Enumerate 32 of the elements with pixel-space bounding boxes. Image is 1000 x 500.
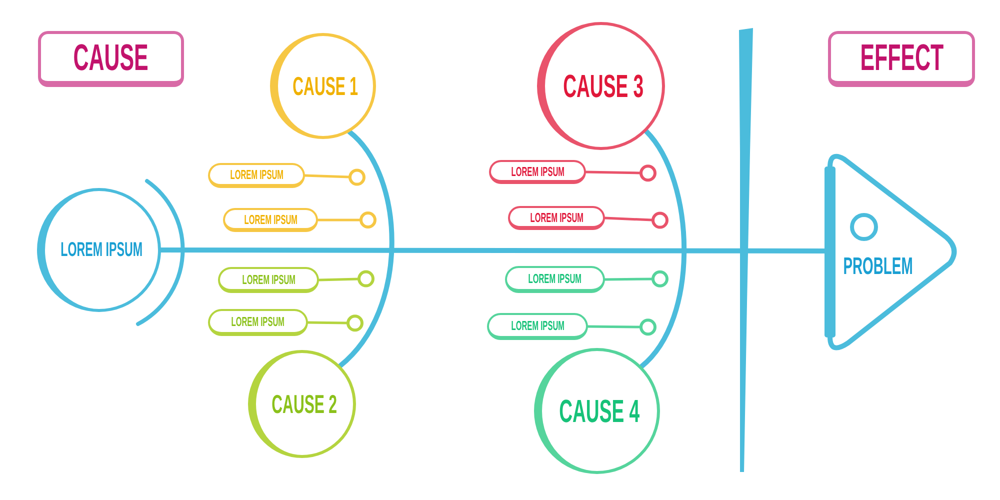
heading-text: EFFECT <box>860 39 944 76</box>
sub-cause-text: LOREM IPSUM <box>510 164 564 178</box>
cause-title: CAUSE 4 <box>559 395 640 427</box>
cause-title: CAUSE 3 <box>563 70 644 102</box>
vertical-brush-bar <box>739 28 753 472</box>
sub-cause-text: LOREM IPSUM <box>530 210 584 224</box>
heading-frame <box>828 31 975 87</box>
problem-title: PROBLEM <box>843 255 913 279</box>
sub-cause-pill <box>208 163 305 188</box>
heading-text: CAUSE <box>73 39 149 76</box>
sub-cause-pill <box>208 309 308 336</box>
cause-title: CAUSE 2 <box>272 391 338 417</box>
head-title: LOREM IPSUM <box>60 240 142 260</box>
cause-circle <box>270 33 376 139</box>
sub-cause-pill <box>508 206 605 230</box>
heading-frame <box>38 31 184 87</box>
cause-title: CAUSE 1 <box>292 73 358 99</box>
cause-circle <box>537 22 665 150</box>
sub-cause-text: LOREM IPSUM <box>231 315 285 328</box>
sub-cause-text: LOREM IPSUM <box>510 319 564 332</box>
sub-cause-pill <box>487 313 588 340</box>
cause-circle <box>248 350 356 458</box>
cause-circle <box>534 348 660 474</box>
sub-cause-pill <box>223 208 318 232</box>
sub-cause-pill <box>489 160 586 184</box>
sub-cause-pill <box>505 266 605 293</box>
sub-cause-text: LOREM IPSUM <box>528 272 582 285</box>
sub-cause-text: LOREM IPSUM <box>230 168 284 181</box>
sub-cause-text: LOREM IPSUM <box>242 272 296 286</box>
head-circle <box>37 188 161 312</box>
sub-cause-text: LOREM IPSUM <box>244 212 298 226</box>
sub-cause-pill <box>218 267 319 293</box>
